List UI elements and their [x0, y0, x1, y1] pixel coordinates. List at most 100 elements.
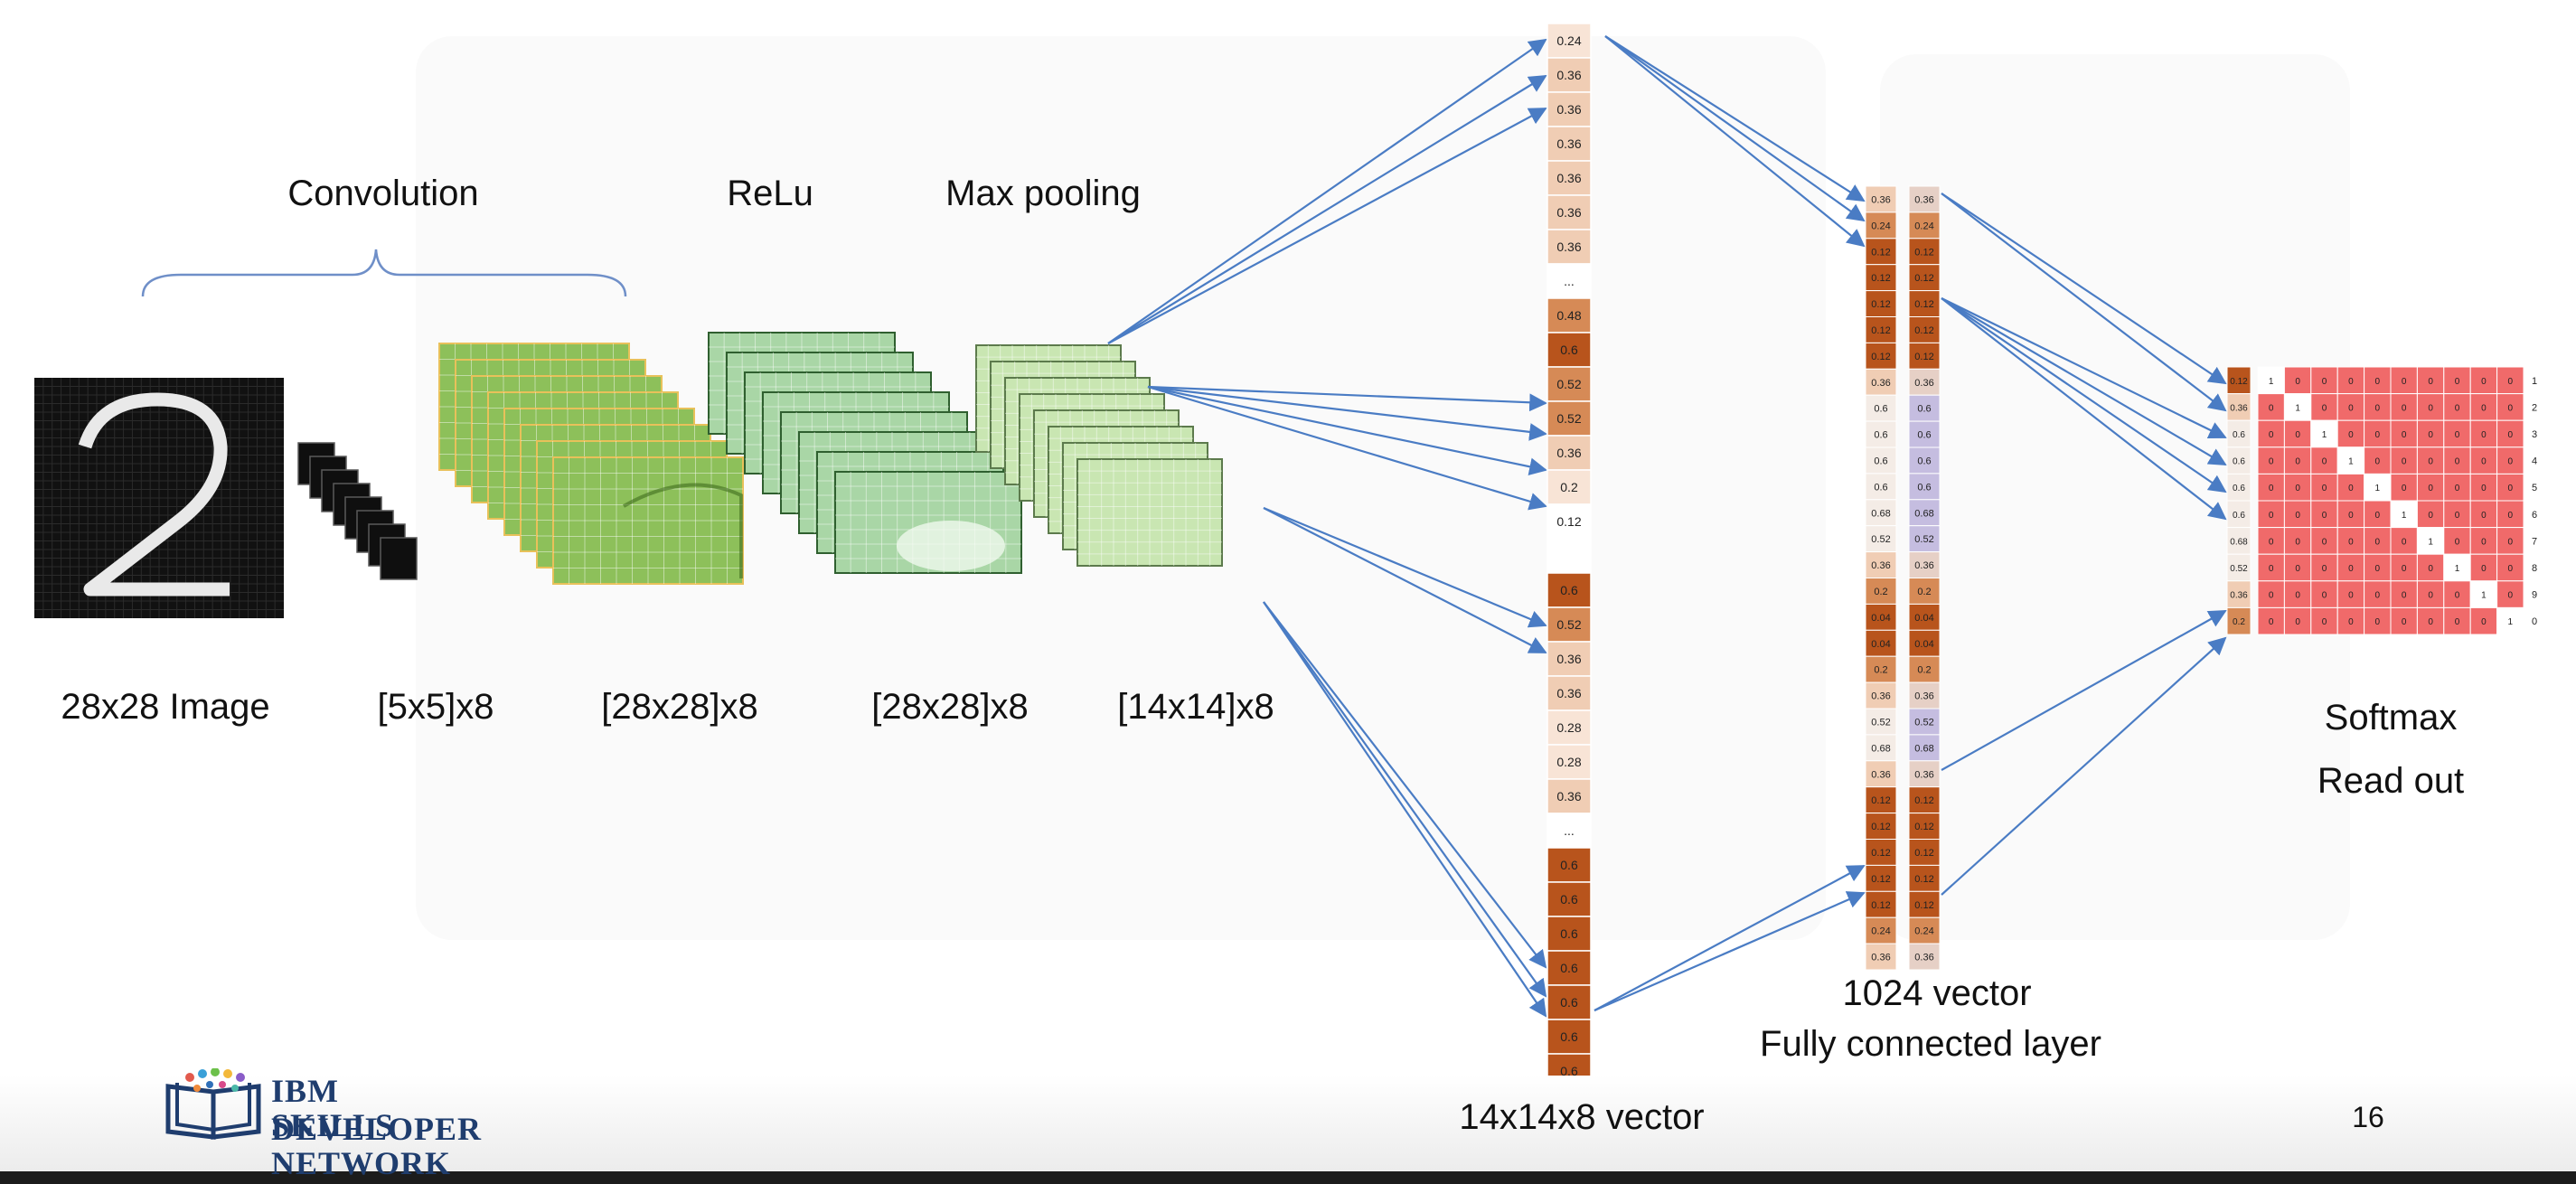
fc-cell	[1908, 211, 1941, 240]
vector-cell-text: 0.6	[1560, 1064, 1578, 1078]
arrow	[1604, 35, 1866, 248]
softmax-cell-text: 0	[2428, 403, 2433, 413]
softmax-zero-cell	[2310, 580, 2338, 608]
fc-cell-text: 0.52	[1914, 717, 1933, 728]
softmax-cell-text: 1	[2348, 457, 2354, 467]
softmax-input-text: 0.6	[2233, 511, 2245, 521]
softmax-cell-text: 0	[2455, 430, 2460, 440]
softmax-cell-text: 0	[2428, 430, 2433, 440]
vector-cell-text: 0.52	[1556, 617, 1581, 632]
softmax-cell-text: 0	[2322, 377, 2327, 387]
vector-cell-text: 0.36	[1556, 205, 1581, 220]
vector-cell	[1547, 23, 1592, 59]
softmax-cell-text: 1	[2295, 403, 2300, 413]
softmax-cell-text: 0	[2455, 403, 2460, 413]
softmax-cell-text: 0	[2269, 511, 2274, 521]
fc-cell-text: 0.12	[1871, 822, 1890, 832]
fc-cell-text: 0.36	[1871, 560, 1890, 571]
fc-cell	[1865, 446, 1897, 475]
softmax-cell-text: 0	[2295, 484, 2300, 493]
fc-cell-text: 0.12	[1914, 795, 1933, 806]
softmax-cell-text: 0	[2269, 617, 2274, 627]
shape-label-kernels: [5x5]x8	[377, 687, 494, 727]
fc-cell-text: 0.24	[1871, 926, 1890, 937]
fc-cell-text: 0.2	[1874, 587, 1887, 597]
vector-cell-text: 0.6	[1560, 995, 1578, 1010]
fc-cell	[1865, 316, 1897, 343]
softmax-cell-text: 0	[2402, 591, 2407, 601]
shape-label-image: 28x28 Image	[61, 687, 270, 727]
vector-cell	[1547, 126, 1592, 162]
fc-cell-text: 0.36	[1871, 378, 1890, 389]
softmax-cell-text: 0	[2295, 537, 2300, 547]
fc-cell	[1908, 473, 1941, 501]
softmax-zero-cell	[2364, 393, 2392, 421]
fc-cell	[1865, 760, 1897, 788]
fc-cell	[1865, 394, 1897, 422]
softmax-input-cell	[2226, 606, 2252, 635]
softmax-cell-text: 0	[2269, 537, 2274, 547]
arrow	[1263, 506, 1547, 628]
vector-cell-text: 0.48	[1556, 308, 1581, 323]
softmax-zero-cell	[2443, 580, 2471, 608]
fc-cell-text: 0.36	[1914, 194, 1933, 205]
footer-band	[0, 1076, 2576, 1171]
conv-feature-map	[552, 456, 744, 585]
fc-cell	[1865, 185, 1897, 213]
softmax-cell-text: 0	[2348, 430, 2354, 440]
softmax-cell-text: 0	[2269, 457, 2274, 467]
shape-label-relu: [28x28]x8	[871, 687, 1029, 727]
softmax-cell-text: 0	[2375, 403, 2381, 413]
softmax-one-cell	[2364, 473, 2392, 502]
vector-cell-text: 0.36	[1556, 789, 1581, 803]
fc-cell-text: 0.6	[1917, 482, 1931, 493]
softmax-cell-text: 0	[2322, 403, 2327, 413]
softmax-zero-cell	[2336, 366, 2365, 395]
vector-cell-text: 0.28	[1556, 755, 1581, 769]
softmax-cell-text: 0	[2295, 511, 2300, 521]
fc-cell-text: 0.68	[1914, 508, 1933, 519]
softmax-cell-text: 0	[2428, 564, 2433, 574]
softmax-cell-text: 0	[2348, 403, 2354, 413]
softmax-cell-text: 0	[2455, 511, 2460, 521]
shape-label-conv: [28x28]x8	[601, 687, 758, 727]
vector-cell-text: 0.52	[1556, 411, 1581, 426]
arrow	[1263, 601, 1547, 1018]
fc-cell	[1865, 211, 1897, 240]
fc-cell-text: 0.6	[1917, 404, 1931, 415]
fc-vector-label: 1024 vector	[1842, 973, 2032, 1013]
brace-path	[141, 249, 627, 297]
softmax-cell-text: 0	[2322, 591, 2327, 601]
softmax-zero-cell	[2390, 580, 2418, 608]
softmax-cell-text: 1	[2375, 484, 2381, 493]
fc-cell	[1865, 264, 1897, 292]
arrow	[1941, 297, 2227, 493]
fc-cell-text: 0.12	[1914, 299, 1933, 310]
softmax-cell-text: 0	[2455, 617, 2460, 627]
fc-cell-text: 0.24	[1914, 926, 1933, 937]
softmax-cell-text: 0	[2269, 564, 2274, 574]
softmax-cell-text: 0	[2375, 430, 2381, 440]
softmax-zero-cell	[2336, 393, 2365, 421]
vector-cell-text: 0.6	[1560, 343, 1578, 357]
softmax-zero-cell	[2257, 393, 2285, 421]
softmax-input-cell	[2226, 473, 2252, 502]
shape-label-pool: [14x14]x8	[1117, 687, 1274, 727]
softmax-cell-text: 0	[2508, 377, 2514, 387]
softmax-cell-text: 0	[2508, 537, 2514, 547]
fc-cell-text: 0.04	[1871, 613, 1890, 624]
fc-cell	[1908, 420, 1941, 448]
softmax-cell-text: 1	[2402, 511, 2407, 521]
softmax-cell-text: 0	[2322, 511, 2327, 521]
softmax-input-text: 0.68	[2230, 537, 2248, 547]
softmax-zero-cell	[2336, 527, 2365, 555]
softmax-cell-text: 0	[2455, 457, 2460, 467]
fc-cell-text: 0.6	[1874, 456, 1887, 466]
vector-cell	[1547, 538, 1592, 574]
softmax-input-cell	[2226, 580, 2252, 608]
digit-two-glyph	[78, 392, 230, 597]
fc-cell-text: 0.36	[1914, 560, 1933, 571]
arrow	[1263, 507, 1547, 653]
softmax-cell-text: 0	[2455, 537, 2460, 547]
